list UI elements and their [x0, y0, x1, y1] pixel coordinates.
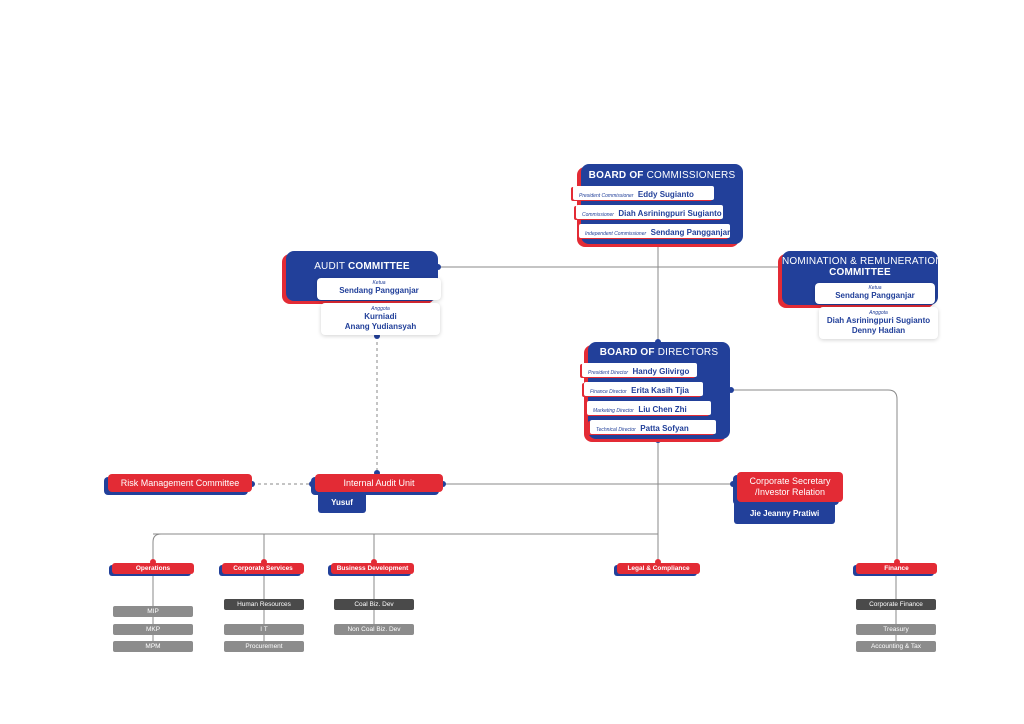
finance-item-accounting-tax: Accounting & Tax	[856, 641, 936, 652]
finance-item-treasury: Treasury	[856, 624, 936, 635]
corporate-services-item-it: I T	[224, 624, 304, 635]
business-dev-item-coal: Coal Biz. Dev	[334, 599, 414, 610]
audit-committee-ketua: Ketua Sendang Pangganjar	[317, 278, 441, 300]
commissioner-independent: Independent Commissioner Sendang Panggan…	[579, 224, 730, 238]
dept-operations: Operations	[112, 563, 194, 574]
nomination-committee-title-line1: NOMINATION & REMUNERATION	[782, 256, 943, 267]
operations-item-mpm: MPM	[113, 641, 193, 652]
board-of-commissioners-title: BOARD OF COMMISSIONERS	[588, 170, 736, 181]
audit-committee-title: AUDIT COMMITTEE	[314, 261, 410, 272]
internal-audit-person: Yusuf	[318, 490, 366, 513]
nomination-committee-title-line2: COMMITTEE	[829, 267, 891, 278]
dept-legal-compliance: Legal & Compliance	[617, 563, 700, 574]
nomination-committee-anggota: Anggota Diah Asriningpuri Sugianto Denny…	[819, 307, 938, 339]
dept-business-development: Business Development	[331, 563, 414, 574]
corporate-services-item-procurement: Procurement	[224, 641, 304, 652]
nomination-committee-ketua: Ketua Sendang Pangganjar	[815, 283, 935, 304]
director-technical: Technical Director Patta Sofyan	[590, 420, 716, 434]
corporate-secretary: Corporate Secretary /Investor Relation	[737, 472, 843, 502]
board-of-directors-title: BOARD OF DIRECTORS	[599, 347, 719, 358]
commissioner-president: President Commissioner Eddy Sugianto	[573, 186, 714, 200]
risk-management-committee: Risk Management Committee	[108, 474, 252, 492]
director-finance: Finance Director Erita Kasih Tjia	[584, 382, 703, 396]
commissioner-member: Commissioner Diah Asriningpuri Sugianto	[576, 205, 723, 219]
operations-item-mip: MIP	[113, 606, 193, 617]
corporate-secretary-person: Jie Jeanny Pratiwi	[734, 503, 835, 524]
operations-item-mkp: MKP	[113, 624, 193, 635]
finance-item-corporate-finance: Corporate Finance	[856, 599, 936, 610]
dept-corporate-services: Corporate Services	[222, 563, 304, 574]
corporate-services-item-hr: Human Resources	[224, 599, 304, 610]
director-marketing: Marketing Director Liu Chen Zhi	[587, 401, 711, 415]
director-president: President Director Handy Glivirgo	[582, 363, 697, 377]
dept-finance: Finance	[856, 563, 937, 574]
audit-committee-anggota: Anggota Kurniadi Anang Yudiansyah	[321, 303, 440, 335]
internal-audit-unit: Internal Audit Unit	[315, 474, 443, 492]
business-dev-item-non-coal: Non Coal Biz. Dev	[334, 624, 414, 635]
